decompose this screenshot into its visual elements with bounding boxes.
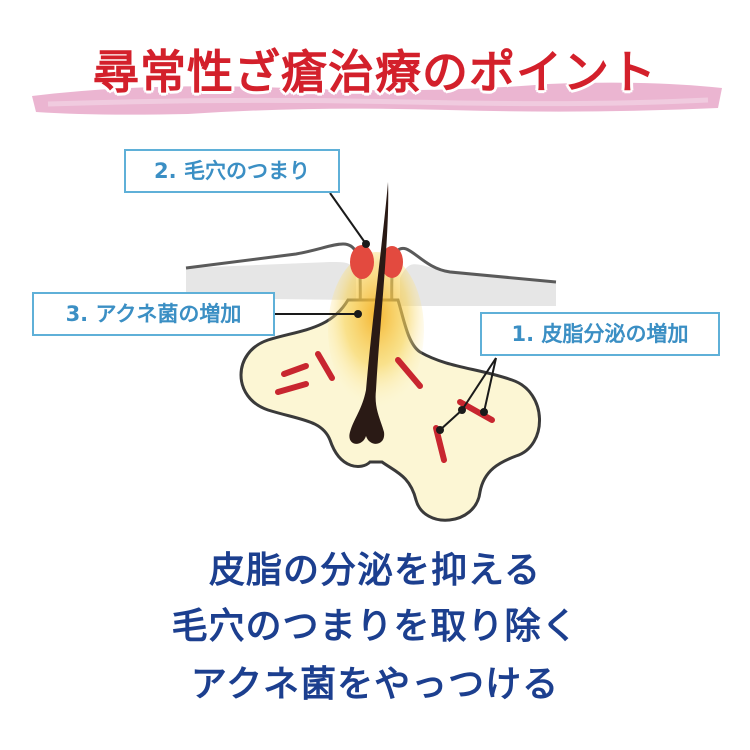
label-pore-clogging: 2. 毛穴のつまり: [124, 149, 340, 193]
message-suppress-sebum: 皮脂の分泌を抑える: [209, 550, 541, 591]
skin-layer: [186, 262, 356, 300]
skin-layer-right: [400, 264, 556, 306]
leader-line-sebum-b: [483, 357, 497, 413]
page-title: 尋常性ざ瘡治療のポイント: [93, 45, 657, 99]
title-brush-stroke: [32, 82, 722, 115]
label-sebum-secretion: 1. 皮脂分泌の増加: [480, 312, 720, 356]
clog-spot-left: [350, 245, 374, 279]
hair-shaft: [349, 182, 389, 444]
leader-dot-bacteria: [354, 310, 362, 318]
sebum-stroke: [275, 381, 309, 395]
sebum-stroke: [281, 363, 309, 377]
label-acne-bacteria: 3. アクネ菌の増加: [32, 292, 275, 336]
sebum-stroke: [315, 351, 335, 381]
leader-line-sebum-a: [461, 357, 497, 411]
leader-dot-clog: [362, 240, 370, 248]
message-remove-clogging: 毛穴のつまりを取り除く: [171, 606, 579, 647]
clog-spot-right: [381, 246, 403, 278]
sebum-stroke: [433, 425, 447, 463]
message-kill-bacteria: アクネ菌をやっつける: [190, 664, 560, 705]
leader-dot-sebum-b: [480, 408, 488, 416]
leader-line-sebum-c: [439, 409, 463, 431]
leader-dot-sebum-c: [436, 426, 444, 434]
title-area: 尋常性ざ瘡治療のポイント: [0, 22, 750, 122]
sebum-stroke: [395, 357, 423, 389]
leader-line-clog: [329, 192, 367, 245]
